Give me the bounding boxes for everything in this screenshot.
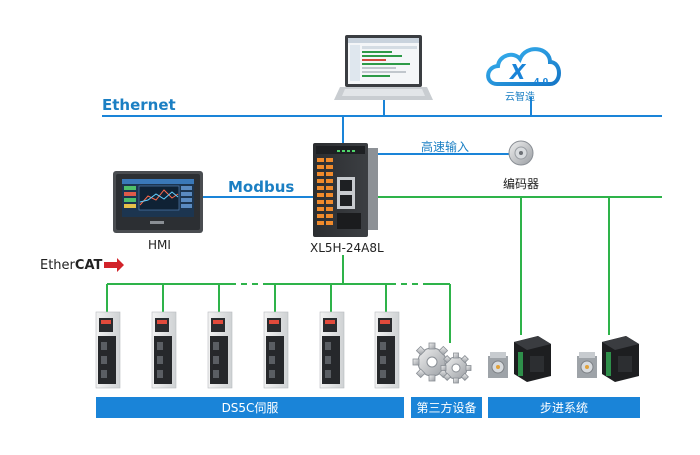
stepper-system-bar: 步进系统	[488, 397, 640, 418]
cloud-logo-letter: X	[510, 60, 526, 84]
ethernet-bus	[102, 97, 662, 143]
ethercat-bus	[106, 255, 451, 343]
cloud-label: 云智造	[505, 92, 535, 103]
ethercat-logo-suffix: CAT	[74, 258, 103, 273]
hmi-label: HMI	[148, 238, 171, 252]
servo-drive-icon	[207, 311, 233, 389]
servo-drive-icon	[374, 311, 400, 389]
modbus-label: Modbus	[228, 178, 295, 196]
ethercat-arrow-icon	[104, 258, 124, 272]
stepper-drive-icon	[514, 336, 551, 382]
ethernet-label: Ethernet	[102, 96, 176, 114]
encoder-label: 编码器	[503, 177, 540, 191]
ethercat-logo: EtherCAT	[40, 258, 102, 273]
servo-drive-icon	[263, 311, 289, 389]
servo-drive-icon	[151, 311, 177, 389]
servo-group-bar: DS5C伺服	[96, 397, 404, 418]
stepper-drive-icon	[602, 336, 639, 382]
hmi-device-icon	[113, 171, 203, 233]
servo-drive-icon	[319, 311, 345, 389]
third-party-bar: 第三方设备	[411, 397, 482, 418]
servo-drive-icon	[95, 311, 121, 389]
stepper-motor-icon	[577, 352, 597, 378]
ethercat-logo-prefix: Ether	[40, 258, 75, 273]
stepper-bus	[376, 196, 662, 335]
high-speed-input-label: 高速输入	[421, 140, 470, 154]
plc-device-icon	[313, 143, 378, 237]
cloud-version: 4.0	[534, 77, 549, 86]
stepper-motor-icon	[488, 352, 508, 378]
encoder-icon	[508, 140, 534, 166]
gears-icon	[412, 342, 472, 384]
plc-model-label: XL5H-24A8L	[310, 241, 384, 255]
laptop-icon	[334, 35, 433, 100]
cloud-logo-icon	[486, 47, 561, 86]
